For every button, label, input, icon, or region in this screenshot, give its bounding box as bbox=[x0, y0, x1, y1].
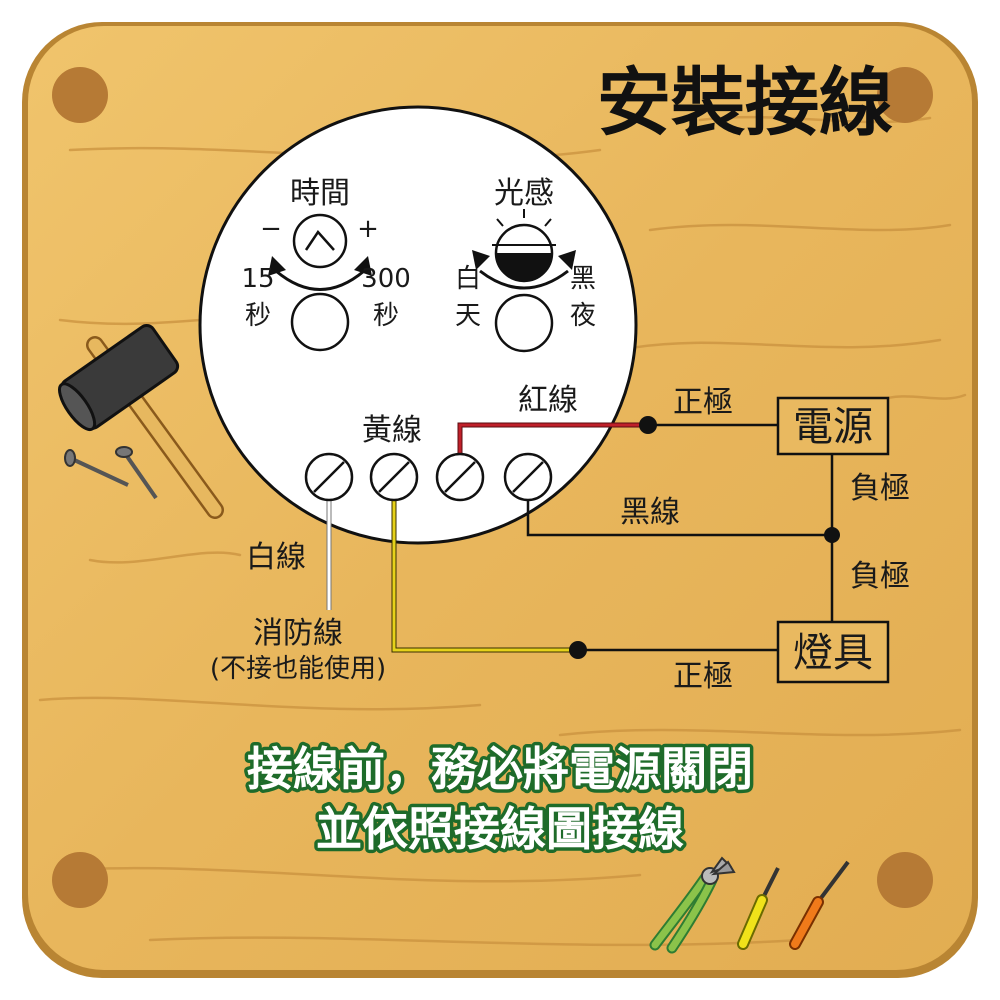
terminal-screw bbox=[435, 452, 485, 502]
fire-wire-label: 消防線 bbox=[253, 616, 343, 651]
nail-icon bbox=[64, 449, 129, 487]
time-min-value: 15 bbox=[241, 264, 274, 294]
time-arc bbox=[275, 269, 365, 291]
junction-dot bbox=[639, 416, 657, 434]
day-label-bottom: 天 bbox=[455, 301, 481, 331]
corner-hole bbox=[877, 852, 933, 908]
terminal-screw bbox=[503, 452, 553, 502]
corner-hole bbox=[52, 67, 108, 123]
terminal-screw bbox=[304, 452, 354, 502]
time-max-unit: 秒 bbox=[373, 301, 399, 331]
power-box-label: 電源 bbox=[793, 404, 873, 450]
light-label: 光感 bbox=[494, 176, 554, 211]
junction-dot bbox=[824, 527, 840, 543]
screwdriver-icon bbox=[737, 867, 780, 950]
power-box: 電源 bbox=[776, 396, 890, 456]
fire-wire-note: (不接也能使用) bbox=[210, 654, 386, 684]
time-max-value: 300 bbox=[361, 264, 411, 294]
day-label-top: 白 bbox=[455, 264, 481, 294]
terminal-screw bbox=[369, 452, 419, 502]
arrow-right-icon bbox=[558, 250, 576, 270]
pliers-icon bbox=[649, 856, 736, 954]
night-label-top: 黑 bbox=[570, 264, 596, 294]
time-minus-sign: − bbox=[260, 214, 282, 244]
corner-hole bbox=[877, 67, 933, 123]
junction-dot bbox=[569, 641, 587, 659]
night-label-bottom: 夜 bbox=[570, 301, 596, 331]
power-negative-label: 負極 bbox=[850, 471, 910, 506]
lamp-negative-label: 負極 bbox=[850, 559, 910, 594]
corner-hole bbox=[52, 852, 108, 908]
warning-line-1: 接線前，務必將電源關閉 bbox=[247, 742, 753, 796]
black-wire-label: 黑線 bbox=[620, 495, 680, 530]
sun-rays-icon bbox=[496, 209, 552, 227]
light-adjust-screw bbox=[494, 293, 554, 353]
half-moon-icon bbox=[496, 253, 552, 281]
yellow-wire-label: 黃線 bbox=[362, 413, 422, 448]
light-knob: 光感 白 天 黑 夜 bbox=[455, 176, 596, 353]
nail-icon bbox=[115, 446, 158, 500]
lamp-positive-label: 正極 bbox=[673, 659, 733, 694]
screwdriver-icon bbox=[789, 860, 850, 950]
time-min-unit: 秒 bbox=[245, 301, 271, 331]
page-title: 安裝接線 bbox=[597, 60, 893, 146]
sensor-unit bbox=[198, 105, 638, 545]
arrow-left-icon bbox=[268, 256, 286, 276]
arrow-right-icon bbox=[354, 256, 372, 276]
time-dial bbox=[292, 213, 348, 269]
terminal-block bbox=[304, 452, 553, 502]
arrow-left-icon bbox=[472, 250, 490, 270]
time-knob: 時間 − + 15 秒 300 秒 bbox=[241, 176, 411, 352]
time-adjust-screw bbox=[290, 292, 350, 352]
time-label: 時間 bbox=[290, 176, 350, 211]
lamp-box: 燈具 bbox=[776, 620, 890, 684]
light-arc bbox=[479, 269, 569, 290]
time-pointer-icon bbox=[304, 229, 335, 251]
time-plus-sign: + bbox=[357, 214, 379, 244]
power-positive-label: 正極 bbox=[673, 385, 733, 420]
warning-line-2: 並依照接線圖接線 bbox=[316, 802, 684, 856]
white-wire-label: 白線 bbox=[246, 540, 306, 575]
lamp-box-label: 燈具 bbox=[793, 630, 873, 676]
red-wire-label: 紅線 bbox=[518, 383, 578, 418]
hammer-icon bbox=[58, 324, 224, 519]
